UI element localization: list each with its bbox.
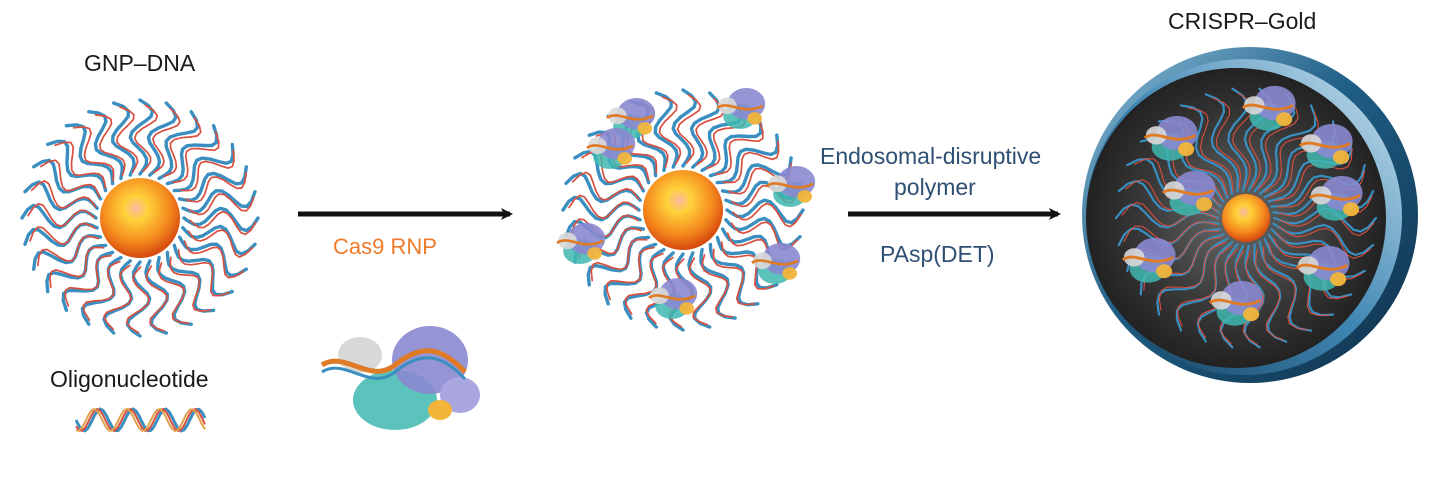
- dna-strand: [571, 171, 640, 201]
- dna-strand: [695, 97, 725, 166]
- dna-strand: [1262, 246, 1309, 331]
- dna-strand: [144, 259, 170, 335]
- dna-strand: [125, 266, 151, 334]
- dna-strand: [182, 206, 260, 233]
- dna-strand: [1121, 201, 1217, 227]
- dna-strand: [64, 123, 115, 186]
- polymer-label: polymer: [894, 174, 976, 200]
- dna-strand: [658, 96, 682, 165]
- dna-strand: [103, 264, 133, 331]
- dna-strand: [1114, 203, 1220, 229]
- dna-strand: [172, 142, 235, 193]
- dna-strand: [1243, 244, 1265, 349]
- dna-strand: [720, 241, 775, 290]
- dna-strand: [54, 141, 107, 189]
- dna-strand: [568, 194, 638, 220]
- dna-strand: [1179, 104, 1234, 195]
- dna-strand: [145, 265, 168, 332]
- dna-strand: [1123, 221, 1218, 243]
- dna-strand: [1212, 97, 1241, 189]
- dna-strand: [712, 248, 756, 306]
- dna-strand: [133, 104, 159, 172]
- dna-strand: [169, 256, 212, 312]
- gnp-cas9-particle: [556, 87, 816, 332]
- dna-strand: [653, 91, 679, 169]
- dna-strand: [1255, 249, 1284, 341]
- dna-strand: [715, 133, 780, 185]
- dna-strand: [181, 188, 257, 214]
- dna-strand: [708, 114, 763, 178]
- dna-strand: [1253, 93, 1296, 193]
- dna-strand: [87, 110, 124, 181]
- gold-nanoparticle-icon: [100, 178, 180, 258]
- dna-strand: [29, 222, 96, 245]
- dna-strand: [165, 124, 219, 186]
- cas9-rnp-label: Cas9 RNP: [333, 234, 437, 259]
- dna-strand: [1272, 222, 1375, 257]
- dna-strand: [701, 254, 734, 318]
- dna-strand: [732, 202, 802, 228]
- dna-strand: [189, 210, 257, 236]
- dna-strand: [671, 88, 698, 168]
- dna-strand-icon: [74, 407, 207, 433]
- dna-strand: [676, 94, 702, 164]
- dna-strand: [715, 121, 764, 176]
- dna-strand: [722, 140, 780, 184]
- dna-strand: [146, 101, 178, 177]
- dna-strand: [110, 101, 136, 177]
- dna-strand: [1278, 226, 1371, 259]
- dna-strand: [1242, 250, 1264, 346]
- dna-strand: [183, 240, 245, 279]
- gnp-dna-particle: [20, 98, 260, 338]
- dna-strand: [688, 257, 712, 326]
- dna-strand: [64, 254, 112, 307]
- cas9-rnp-icon: [320, 326, 480, 430]
- dna-strand: [606, 246, 655, 301]
- pasp-det-label: PAsp(DET): [880, 241, 995, 267]
- dna-strand: [590, 238, 648, 282]
- dna-strand: [177, 165, 248, 202]
- dna-strand: [1177, 245, 1232, 327]
- dna-strand: [187, 228, 254, 258]
- dna-strand: [1158, 241, 1227, 311]
- endosomal-polymer-label: Endosomal-disruptive: [820, 143, 1042, 169]
- dna-strand: [185, 171, 247, 203]
- dna-strand: [1253, 243, 1288, 343]
- dna-strand: [158, 262, 190, 324]
- dna-strand: [116, 106, 139, 173]
- dna-strand: [37, 235, 99, 267]
- dna-strand: [725, 198, 805, 225]
- dna-strand: [163, 116, 202, 178]
- dna-strand: [1258, 104, 1317, 195]
- dna-strand: [1187, 107, 1234, 192]
- crispr-gold-label: CRISPR–Gold: [1168, 8, 1317, 34]
- dna-strand: [1273, 147, 1353, 202]
- oligonucleotide-label: Oligonucleotide: [50, 366, 209, 392]
- dna-strand: [177, 249, 230, 297]
- dna-strand: [49, 246, 105, 289]
- dna-strand: [82, 260, 121, 322]
- dna-strand: [27, 202, 95, 228]
- dna-strand: [570, 214, 639, 238]
- dna-strand: [157, 110, 200, 181]
- dna-strand: [94, 114, 126, 176]
- gnp-dna-label: GNP–DNA: [84, 50, 196, 76]
- dna-strand: [30, 180, 97, 210]
- dna-strand: [1204, 93, 1239, 193]
- dna-strand: [39, 159, 101, 198]
- dna-strand: [179, 149, 235, 192]
- dna-strand: [624, 252, 664, 315]
- dna-strand: [1258, 99, 1299, 190]
- dna-strand: [72, 126, 115, 182]
- crispr-gold-particle-icon: [1082, 47, 1418, 383]
- dna-strand: [699, 247, 737, 320]
- dna-strand: [128, 98, 155, 176]
- dna-strand: [172, 131, 220, 184]
- dna-strand: [687, 251, 713, 329]
- dna-strand: [156, 255, 193, 326]
- dna-strand: [151, 107, 181, 174]
- gold-nanoparticle-icon: [643, 170, 723, 250]
- dna-strand: [188, 193, 255, 216]
